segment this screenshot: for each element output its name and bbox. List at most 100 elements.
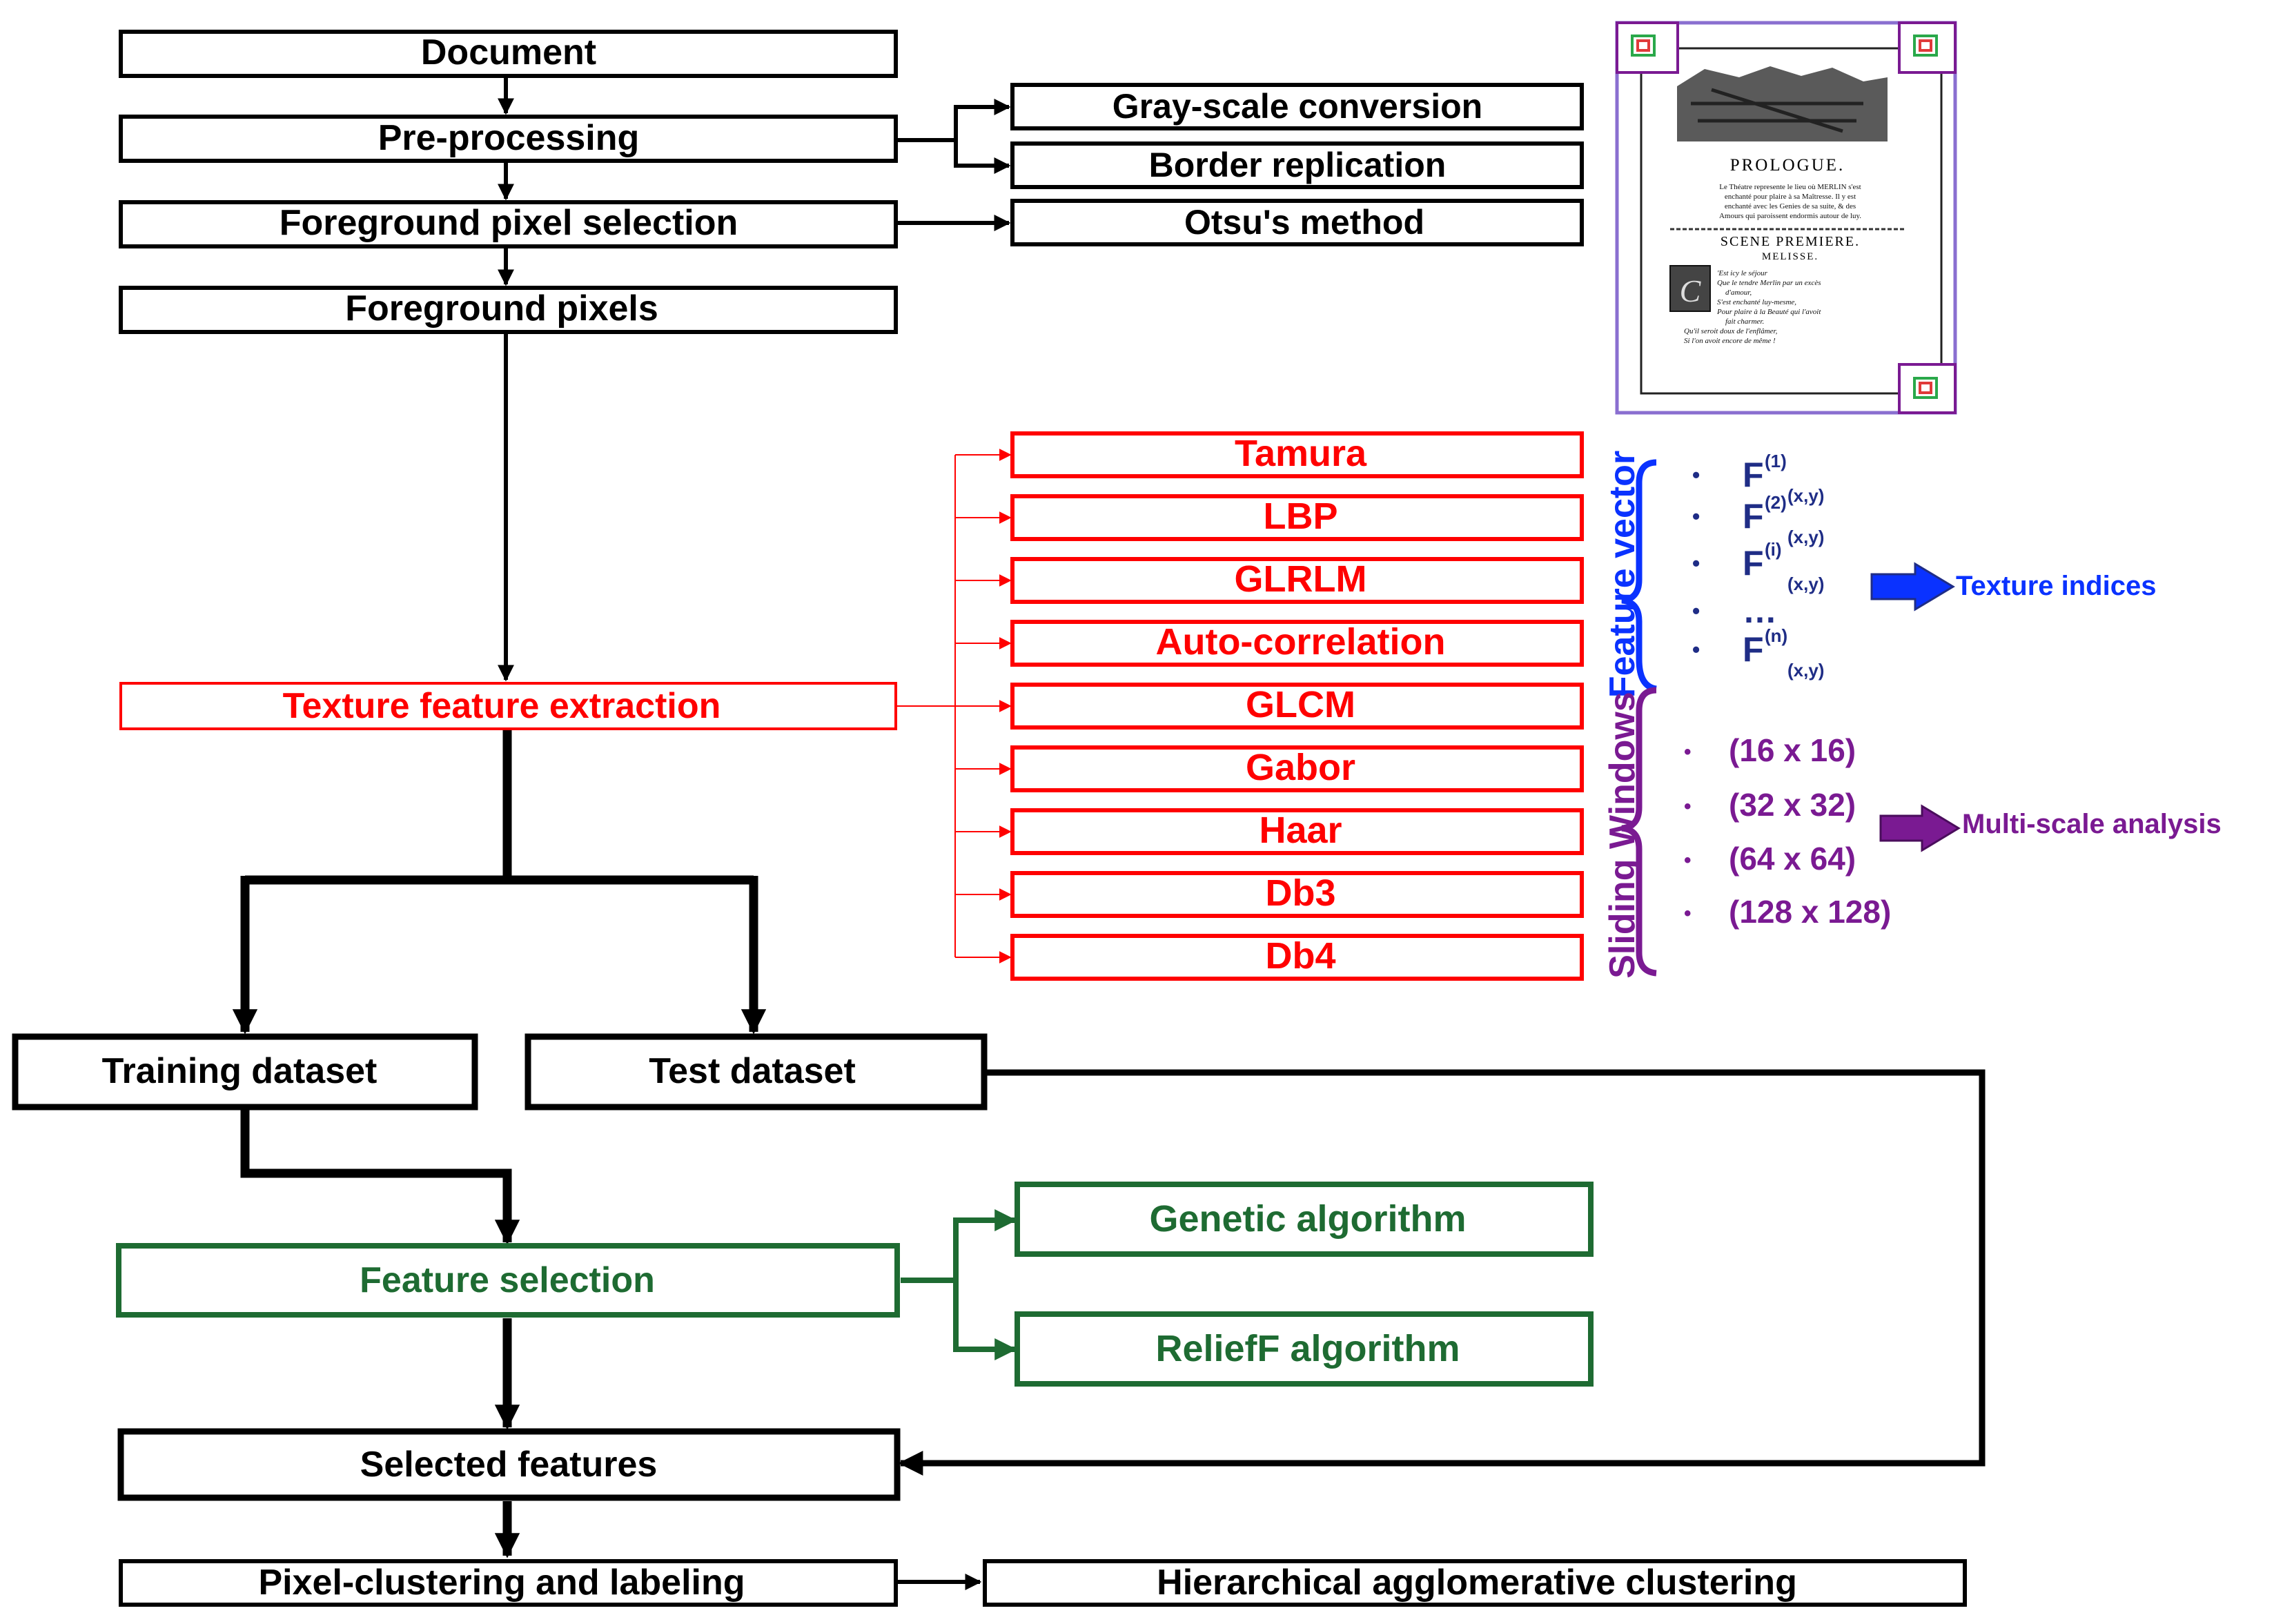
selected-box — [117, 1428, 901, 1501]
document-box — [119, 30, 898, 78]
flow-boxes — [12, 30, 1967, 1607]
feature-index: (1) — [1765, 451, 1787, 471]
feature-index: (2) — [1765, 492, 1787, 513]
thumbnail-verse-line: Pour plaire à la Beauté qui l'avoit — [1716, 308, 1821, 316]
thumbnail-body-line: enchanté pour plaire à sa Maîtresse. Il … — [1725, 193, 1856, 201]
selected-label: Selected features — [360, 1445, 658, 1485]
auto-correlation-label: Auto-correlation — [1155, 621, 1445, 663]
green-connectors — [901, 1209, 1017, 1360]
document-page-border — [1640, 47, 1943, 395]
hac-box — [983, 1559, 1967, 1607]
window-size-label: (64 x 64) — [1729, 841, 1856, 877]
feature-selection-label: Feature selection — [360, 1260, 655, 1300]
window-size-label: (32 x 32) — [1729, 787, 1856, 823]
feature-selection-box — [116, 1243, 900, 1318]
bullet: • — [1684, 902, 1692, 925]
thumbnail-verse-line: 'Est icy le séjour — [1717, 269, 1768, 277]
bullet: • — [1684, 849, 1692, 872]
feature-coordinates: (x,y) — [1787, 660, 1824, 681]
glrlm-label: GLRLM — [1235, 558, 1367, 600]
thumbnail-scene: SCENE PREMIERE. — [1721, 234, 1860, 249]
genetic-box — [1015, 1182, 1594, 1257]
drop-cap-image — [1669, 265, 1711, 312]
feature-symbol: … — [1743, 591, 1777, 630]
thumbnail-verse-line: Qu'il seroit doux de l'enflâmer, — [1684, 327, 1778, 335]
feature-vector-item: •… — [1692, 591, 1777, 630]
texture-method-connectors — [896, 449, 1012, 963]
texture-extraction-box — [119, 682, 897, 730]
box-labels: Document Pre-processing Foreground pixel… — [102, 32, 1797, 1603]
arrow-to-genetic — [901, 1209, 1017, 1283]
feature-vector-label: Feature vector — [1602, 451, 1643, 698]
feature-coordinates: (x,y) — [1787, 574, 1824, 594]
glcm-label: GLCM — [1246, 684, 1355, 725]
relieff-box — [1015, 1311, 1594, 1387]
hac-label: Hierarchical agglomerative clustering — [1157, 1563, 1797, 1603]
window-marker-top-right — [1898, 21, 1957, 74]
texture-method-boxes: TamuraLBPGLRLMAuto-correlationGLCMGaborH… — [1010, 431, 1584, 981]
db3-label: Db3 — [1265, 872, 1335, 914]
gabor-label: Gabor — [1246, 747, 1355, 788]
thumbnail-character: MELISSE. — [1762, 251, 1819, 262]
lbp-label: LBP — [1264, 496, 1338, 537]
foreground-pixels-label: Foreground pixels — [345, 288, 658, 329]
feature-symbol: F — [1743, 544, 1764, 583]
window-size-label: (16 x 16) — [1729, 732, 1856, 768]
relieff-label: ReliefF algorithm — [1155, 1328, 1460, 1369]
preprocessing-label: Pre-processing — [378, 118, 640, 158]
border-box — [1010, 141, 1584, 189]
db4-label: Db4 — [1265, 935, 1335, 977]
haar-box — [1010, 808, 1584, 855]
tamura-box — [1010, 431, 1584, 478]
sliding-window-item: •(16 x 16) — [1684, 732, 1856, 768]
feature-coordinates: (x,y) — [1787, 527, 1824, 547]
training-box — [12, 1033, 478, 1111]
auto-correlation-box — [1010, 620, 1584, 667]
haar-label: Haar — [1259, 810, 1342, 851]
arrow-test-to-selected — [898, 1069, 1986, 1476]
thumbnail-body-line: Amours qui paroissent endormis autour de… — [1719, 212, 1861, 220]
arrow-to-relieff — [953, 1280, 1017, 1360]
thumbnail-verse-line: fait charmer. — [1725, 317, 1764, 326]
glrlm-box — [1010, 557, 1584, 604]
multi-scale-label: Multi-scale analysis — [1962, 809, 2222, 839]
otsu-label: Otsu's method — [1184, 203, 1424, 242]
texture-extraction-label: Texture feature extraction — [283, 686, 721, 726]
main-connectors — [232, 76, 1986, 1590]
bullet: • — [1692, 504, 1700, 529]
sliding-windows-label: Sliding Windows — [1602, 692, 1643, 979]
bullet: • — [1692, 637, 1700, 662]
test-box — [525, 1033, 988, 1111]
genetic-label: Genetic algorithm — [1149, 1198, 1466, 1240]
db3-box — [1010, 871, 1584, 918]
foreground-selection-label: Foreground pixel selection — [280, 203, 738, 243]
grayscale-box — [1010, 83, 1584, 130]
thumbnail-verse-line: Que le tendre Merlin par un excès — [1717, 279, 1821, 287]
preprocessing-box — [119, 115, 898, 163]
bullet: • — [1692, 462, 1700, 487]
feature-coordinates: (x,y) — [1787, 485, 1824, 506]
test-label: Test dataset — [649, 1051, 856, 1091]
thumbnail-verse-line: S'est enchanté luy-mesme, — [1717, 298, 1796, 306]
otsu-box — [1010, 199, 1584, 246]
multi-scale-arrow-icon — [1879, 804, 1961, 852]
window-marker-top-left — [1616, 21, 1679, 74]
arrow-to-grayscale — [896, 99, 1011, 142]
feature-vector-item: • F(1)(x,y) — [1692, 451, 1824, 506]
feature-symbol: F — [1743, 497, 1764, 536]
texture-indices-label: Texture indices — [1956, 571, 2156, 601]
feature-symbol: F — [1743, 456, 1764, 494]
feature-vector-item: •F(i)(x,y) — [1692, 539, 1824, 594]
gabor-box — [1010, 745, 1584, 792]
db4-box — [1010, 934, 1584, 981]
window-marker-bottom-right — [1898, 363, 1957, 414]
sliding-windows-items: •(16 x 16) • (32 x 32) • (64 x 64) •(128 x 12… — [1684, 732, 1891, 930]
sliding-windows-brace — [1621, 687, 1657, 977]
bullet: • — [1692, 551, 1700, 576]
drop-cap-letter: C — [1680, 273, 1702, 309]
sliding-window-item: •(128 x 128) — [1684, 894, 1891, 930]
clustering-box — [119, 1559, 898, 1607]
arrow-to-border — [954, 140, 1011, 174]
thumbnail-header: PROLOGUE. — [1730, 156, 1845, 175]
